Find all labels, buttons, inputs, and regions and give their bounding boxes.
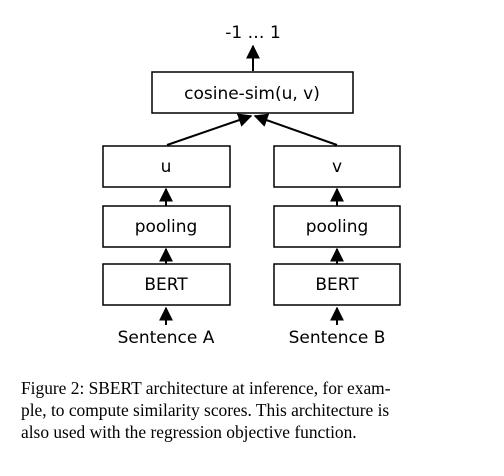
sentence-b-label: Sentence B bbox=[289, 328, 386, 348]
cosine-sim-label: cosine-sim(u, v) bbox=[184, 84, 320, 104]
caption-line: also used with the regression objective … bbox=[21, 422, 357, 442]
pooling-label-b: pooling bbox=[306, 217, 369, 237]
arrow-v-to-cosine bbox=[253, 113, 338, 146]
sbert-inference-diagram: -1 … 1 cosine-sim(u, v) u pooling BERT S… bbox=[102, 23, 401, 348]
u-label: u bbox=[161, 157, 172, 177]
pooling-label-a: pooling bbox=[135, 217, 198, 237]
pooling-box-b: pooling bbox=[273, 205, 401, 248]
caption-line: ple, to compute similarity scores. This … bbox=[21, 400, 390, 420]
arrow-u-to-cosine bbox=[166, 113, 253, 146]
sentence-a-label: Sentence A bbox=[118, 328, 215, 348]
u-box: u bbox=[102, 145, 231, 188]
cosine-sim-box: cosine-sim(u, v) bbox=[151, 71, 354, 114]
v-box: v bbox=[273, 145, 401, 188]
bert-box-a: BERT bbox=[102, 263, 231, 306]
bert-box-b: BERT bbox=[273, 263, 401, 306]
figure-caption: Figure 2: SBERT architecture at inferenc… bbox=[21, 377, 489, 443]
output-range-label: -1 … 1 bbox=[225, 23, 281, 43]
bert-label-b: BERT bbox=[315, 275, 359, 295]
pooling-box-a: pooling bbox=[102, 205, 231, 248]
bert-label-a: BERT bbox=[144, 275, 188, 295]
caption-line: Figure 2: SBERT architecture at inferenc… bbox=[21, 378, 391, 398]
v-label: v bbox=[332, 157, 342, 177]
